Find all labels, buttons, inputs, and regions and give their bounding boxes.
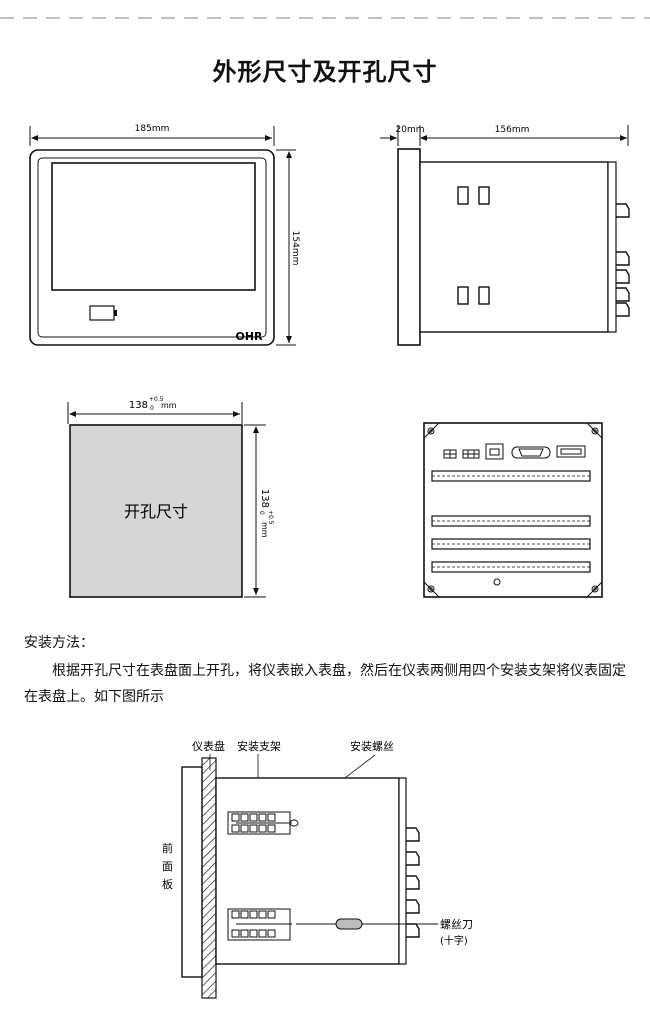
label-mounting-screw: 安装螺丝 — [350, 739, 394, 753]
rear-serial-port — [511, 446, 551, 459]
side-terminal-connectors — [616, 203, 630, 317]
cutout-height-main: 138 — [259, 489, 270, 508]
cutout-area — [69, 424, 243, 598]
side-clip-slots — [457, 186, 490, 305]
top-bracket — [227, 811, 299, 835]
installation-text: 根据开孔尺寸在表盘面上开孔，将仪表嵌入表盘，然后在仪表两侧用四个安装支架将仪表固… — [24, 663, 626, 705]
front-logo: OHR — [235, 330, 263, 343]
cutout-height-unit: mm — [260, 522, 269, 538]
front-height-label: 154mm — [290, 231, 300, 266]
cutout-height-tol-lower: 0 — [258, 511, 265, 515]
rear-terminal-strips — [431, 470, 591, 573]
side-front-depth-label: 20mm — [396, 125, 425, 135]
cutout-width-main: 138 — [129, 400, 148, 411]
side-body-depth-label: 156mm — [495, 125, 530, 135]
installation-heading: 安装方法： — [24, 635, 94, 651]
rear-corner-screws — [427, 427, 599, 593]
label-mounting-bracket: 安装支架 — [237, 739, 281, 753]
rear-ethernet-port — [485, 443, 504, 460]
top-dashed-border — [0, 17, 650, 19]
rear-ports — [443, 443, 586, 460]
label-screwdriver-note: (十字) — [440, 934, 468, 947]
cutout-center-label: 开孔尺寸 — [124, 502, 188, 521]
front-screen — [51, 162, 256, 291]
page-title: 外形尺寸及开孔尺寸 — [212, 58, 438, 86]
front-width-label: 185mm — [135, 124, 170, 134]
cutout-width-tol-lower: 0 — [150, 405, 154, 412]
cutout-width-tol-upper: +0.5 — [149, 396, 164, 403]
side-front-panel — [397, 148, 421, 346]
rear-ground-hole — [493, 578, 501, 586]
panel-hatched — [201, 757, 217, 999]
usb-port-icon — [89, 305, 115, 321]
rear-panel — [423, 422, 603, 598]
cutout-height-tol-upper: +0.5 — [267, 510, 274, 525]
label-instrument-panel: 仪表盘 — [192, 739, 225, 753]
install-terminal-connectors — [406, 827, 420, 938]
side-body — [419, 161, 609, 333]
front-bezel — [29, 149, 275, 346]
label-front-panel-1: 前 — [162, 841, 173, 855]
label-screwdriver: 螺丝刀 — [440, 918, 473, 931]
cutout-width-unit: mm — [161, 401, 177, 410]
instrument-body — [215, 777, 400, 965]
bottom-bracket — [227, 908, 292, 941]
screwdriver — [296, 918, 438, 930]
instrument-front-plate — [181, 766, 203, 978]
label-front-panel-2: 面 — [162, 860, 173, 873]
label-front-panel-3: 板 — [162, 877, 173, 891]
